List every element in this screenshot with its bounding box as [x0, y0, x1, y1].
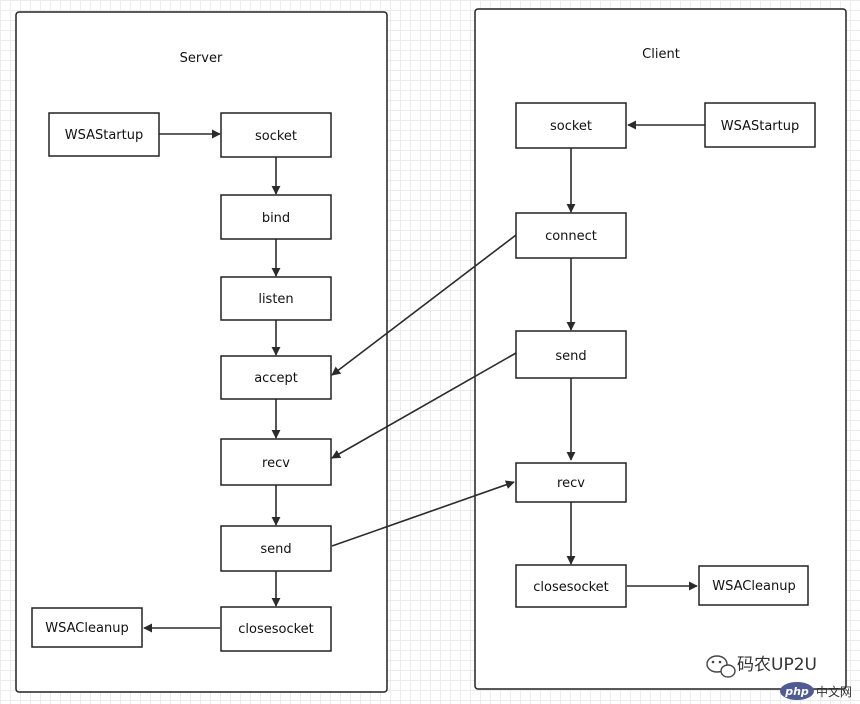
edge-client-connect-to-server-accept — [331, 234, 517, 376]
server-container: Server — [15, 11, 388, 693]
client-connect-node[interactable]: connect — [515, 212, 627, 259]
edge-client-send-to-server-recv — [331, 352, 517, 459]
php-logo-badge — [780, 682, 814, 700]
server-nodes: WSAStartup socket bind listen accept rec… — [31, 112, 332, 652]
server-send-label: send — [260, 542, 291, 557]
server-send-node[interactable]: send — [220, 525, 332, 572]
client-recv-node[interactable]: recv — [515, 462, 627, 503]
server-accept-label: accept — [254, 371, 298, 386]
client-send-node[interactable]: send — [515, 330, 627, 379]
client-connect-label: connect — [545, 229, 597, 244]
client-wsastartup-node[interactable]: WSAStartup — [704, 102, 816, 148]
client-wsacleanup-node[interactable]: WSACleanup — [698, 565, 809, 606]
php-logo-text: php — [784, 685, 809, 698]
client-container: Client — [474, 8, 847, 690]
client-wsastartup-label: WSAStartup — [721, 119, 800, 134]
server-wsacleanup-label: WSACleanup — [45, 621, 128, 636]
watermark-account: 码农UP2U — [737, 655, 817, 675]
server-closesocket-label: closesocket — [238, 622, 314, 637]
client-nodes: socket WSAStartup connect send recv clos… — [515, 102, 816, 608]
server-listen-node[interactable]: listen — [220, 276, 332, 321]
client-socket-label: socket — [550, 119, 592, 134]
client-title: Client — [642, 47, 680, 62]
client-send-label: send — [555, 349, 586, 364]
watermark-site: 中文网 — [816, 684, 852, 699]
server-accept-node[interactable]: accept — [220, 355, 332, 400]
wechat-icon — [706, 655, 736, 678]
server-wsastartup-label: WSAStartup — [65, 128, 144, 143]
server-recv-node[interactable]: recv — [220, 438, 332, 486]
client-wsacleanup-label: WSACleanup — [712, 579, 795, 594]
edge-server-send-to-client-recv — [331, 480, 515, 547]
server-recv-label: recv — [262, 456, 290, 471]
server-bind-label: bind — [262, 211, 290, 226]
server-wsastartup-node[interactable]: WSAStartup — [48, 112, 160, 157]
server-socket-label: socket — [255, 129, 297, 144]
watermark: 码农UP2U php 中文网 — [706, 655, 852, 700]
server-socket-node[interactable]: socket — [220, 112, 332, 158]
server-listen-label: listen — [258, 292, 293, 307]
server-title: Server — [180, 51, 223, 66]
server-wsacleanup-node[interactable]: WSACleanup — [31, 607, 143, 648]
client-recv-label: recv — [557, 476, 585, 491]
edges — [143, 120, 705, 633]
client-socket-node[interactable]: socket — [515, 102, 627, 149]
client-closesocket-label: closesocket — [533, 580, 609, 595]
server-closesocket-node[interactable]: closesocket — [220, 606, 332, 652]
server-bind-node[interactable]: bind — [220, 194, 332, 240]
client-closesocket-node[interactable]: closesocket — [515, 564, 627, 608]
